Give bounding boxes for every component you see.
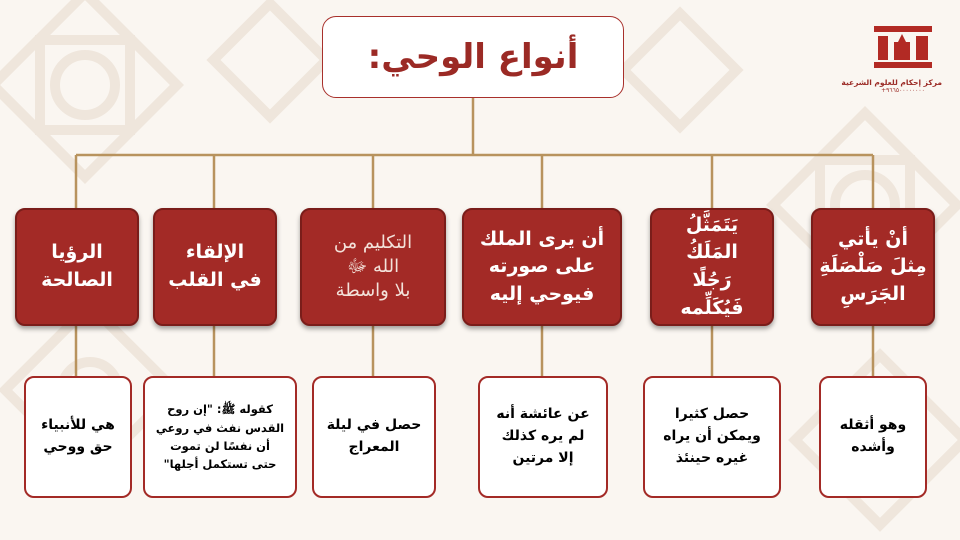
description-text: حصل في ليلة المعراج	[326, 417, 422, 455]
branch-card-direct-speech: التكليم من الله ﷻ بلا واسطة	[300, 208, 446, 326]
logo-subtitle: مركز إحكام للعلوم الشرعية	[841, 78, 942, 87]
logo-number: ٩٦٦٥٠٠٠٠٠٠٠٠+	[881, 87, 925, 94]
logo-mark-icon	[874, 26, 932, 68]
branch-card-dreams: الرؤيا الصالحة	[15, 208, 139, 326]
branch-label: يَتَمَثَّلُ المَلَكُ رَجُلًا فَيُكَلِّمه	[680, 213, 744, 319]
branch-description-true-form: عن عائشة أنه لم يره كذلك إلا مرتين	[478, 376, 608, 498]
branch-description-bell: وهو أثقله وأشده	[819, 376, 927, 498]
description-text: حصل كثيرا ويمكن أن يراه غيره حينئذ	[663, 406, 761, 466]
description-text: هي للأنبياء حق ووحي	[41, 417, 115, 455]
branch-label: أن يرى الملك على صورته فيوحي إليه	[479, 227, 605, 305]
title-text: أنواع الوحي:	[367, 37, 579, 77]
branch-card-bell: أنْ يأتي مِثلَ صَلْصَلَةِ الجَرَسِ	[811, 208, 935, 326]
branch-card-true-form: أن يرى الملك على صورته فيوحي إليه	[462, 208, 622, 326]
branch-card-angel-as-man: يَتَمَثَّلُ المَلَكُ رَجُلًا فَيُكَلِّمه	[650, 208, 774, 326]
branch-card-inspiration: الإلقاء في القلب	[153, 208, 277, 326]
diagram-title: أنواع الوحي:	[322, 16, 624, 98]
description-text: كقوله ﷺ: "إن روح القدس نفث في روعي أن نف…	[155, 402, 285, 472]
branch-description-dreams: هي للأنبياء حق ووحي	[24, 376, 132, 498]
branch-description-direct-speech: حصل في ليلة المعراج	[312, 376, 436, 498]
brand-logo: مركز إحكام للعلوم الشرعية ٩٦٦٥٠٠٠٠٠٠٠٠+	[841, 18, 942, 98]
branch-description-angel-as-man: حصل كثيرا ويمكن أن يراه غيره حينئذ	[643, 376, 781, 498]
branch-label: أنْ يأتي مِثلَ صَلْصَلَةِ الجَرَسِ	[819, 227, 927, 305]
description-text: وهو أثقله وأشده	[839, 417, 907, 455]
branch-label: الرؤيا الصالحة	[41, 241, 113, 291]
branch-description-inspiration: كقوله ﷺ: "إن روح القدس نفث في روعي أن نف…	[143, 376, 297, 498]
branch-label: الإلقاء في القلب	[168, 241, 262, 291]
description-text: عن عائشة أنه لم يره كذلك إلا مرتين	[496, 406, 590, 466]
branch-label: التكليم من الله ﷻ بلا واسطة	[333, 231, 413, 302]
